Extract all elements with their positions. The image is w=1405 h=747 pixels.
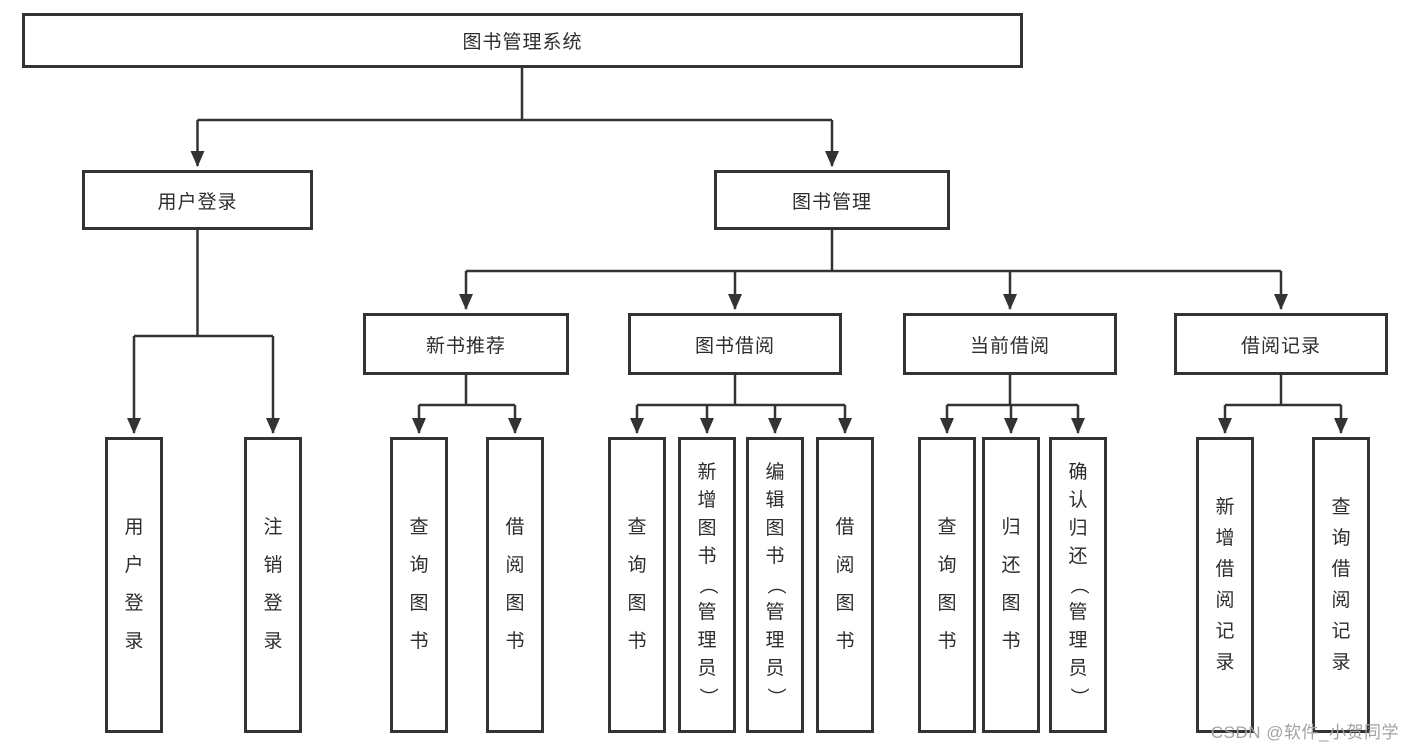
node-leaf-confirm-return-admin: 确认归还（管理员）: [1049, 437, 1107, 733]
node-label: 当前借阅: [969, 335, 1050, 357]
node-library-management-system: 图书管理系统: [22, 13, 1023, 68]
node-label: 新增借阅记录: [1215, 496, 1235, 673]
node-leaf-return-book: 归还图书: [982, 437, 1040, 733]
node-label: 图书借阅: [694, 335, 775, 357]
node-leaf-borrow-book-2: 借阅图书: [816, 437, 874, 733]
node-label: 借阅记录: [1240, 335, 1321, 357]
node-label: 查询借阅记录: [1331, 496, 1351, 673]
node-leaf-add-book-admin: 新增图书（管理员）: [678, 437, 736, 733]
node-leaf-query-book-3: 查询图书: [918, 437, 976, 733]
node-label: 新书推荐: [425, 335, 506, 357]
node-label: 新增图书（管理员）: [697, 462, 718, 707]
node-leaf-logout: 注销登录: [244, 437, 302, 733]
node-label: 借阅图书: [505, 517, 525, 652]
node-label: 图书管理系统: [462, 32, 583, 53]
node-current-borrow: 当前借阅: [903, 313, 1117, 375]
node-leaf-query-book-1: 查询图书: [390, 437, 448, 733]
node-label: 用户登录: [124, 517, 144, 652]
node-label: 归还图书: [1001, 517, 1021, 652]
node-label: 用户登录: [157, 191, 238, 213]
node-leaf-borrow-book-1: 借阅图书: [486, 437, 544, 733]
node-user-login: 用户登录: [82, 170, 313, 230]
node-new-book-recommend: 新书推荐: [363, 313, 569, 375]
node-leaf-query-borrow-record: 查询借阅记录: [1312, 437, 1370, 733]
watermark: CSDN @软件_小贺同学: [1210, 723, 1399, 742]
node-leaf-user-login: 用户登录: [105, 437, 163, 733]
node-label: 借阅图书: [835, 517, 855, 652]
node-label: 查询图书: [409, 517, 429, 652]
node-label: 确认归还（管理员）: [1068, 462, 1089, 707]
node-book-management: 图书管理: [714, 170, 950, 230]
node-borrow-records: 借阅记录: [1174, 313, 1388, 375]
node-leaf-query-book-2: 查询图书: [608, 437, 666, 733]
node-label: 图书管理: [791, 191, 872, 213]
node-label: 编辑图书（管理员）: [765, 462, 786, 707]
node-label: 查询图书: [937, 517, 957, 652]
node-leaf-add-borrow-record: 新增借阅记录: [1196, 437, 1254, 733]
node-label: 注销登录: [263, 517, 283, 652]
node-label: 查询图书: [627, 517, 647, 652]
node-book-borrow: 图书借阅: [628, 313, 842, 375]
node-leaf-edit-book-admin: 编辑图书（管理员）: [746, 437, 804, 733]
